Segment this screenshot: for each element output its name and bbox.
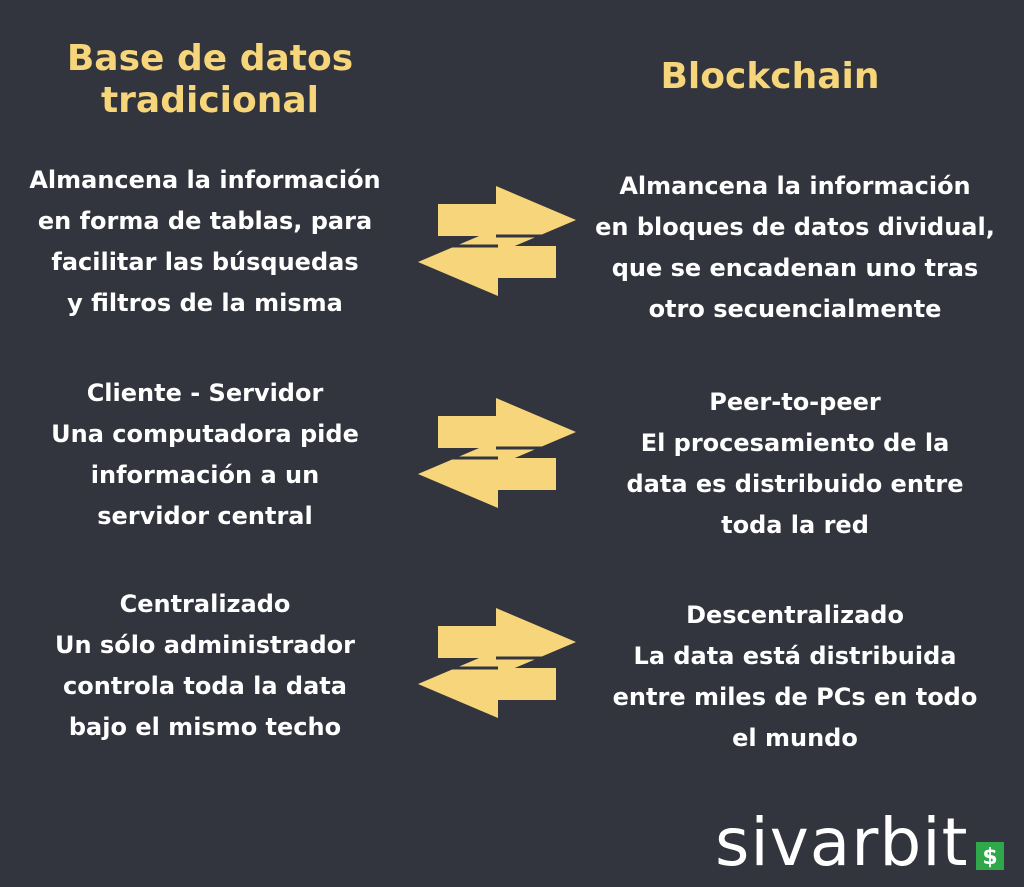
header-blockchain: Blockchain (660, 56, 880, 97)
row-1-blockchain-text: Almancena la información en bloques de d… (595, 172, 995, 323)
dollar-icon: $ (976, 842, 1004, 870)
exchange-arrows-icon-row-3 (418, 608, 576, 718)
row-1-traditional-text: Almancena la información en forma de tab… (29, 166, 381, 317)
row-2-traditional-text: Cliente - Servidor Una computadora pide … (51, 379, 359, 530)
header-traditional-database: Base de datos tradicional (66, 38, 354, 121)
row-3-blockchain-text: Descentralizado La data está distribuida… (612, 601, 978, 752)
sivarbit-logo: sivarbit (715, 804, 969, 881)
exchange-arrows-icon-row-1 (418, 186, 576, 296)
exchange-arrows-icon-row-2 (418, 398, 576, 508)
svg-text:$: $ (982, 845, 997, 870)
row-3-traditional-text: Centralizado Un sólo administrador contr… (55, 590, 355, 741)
row-2-blockchain-text: Peer-to-peer El procesamiento de la data… (626, 388, 964, 539)
